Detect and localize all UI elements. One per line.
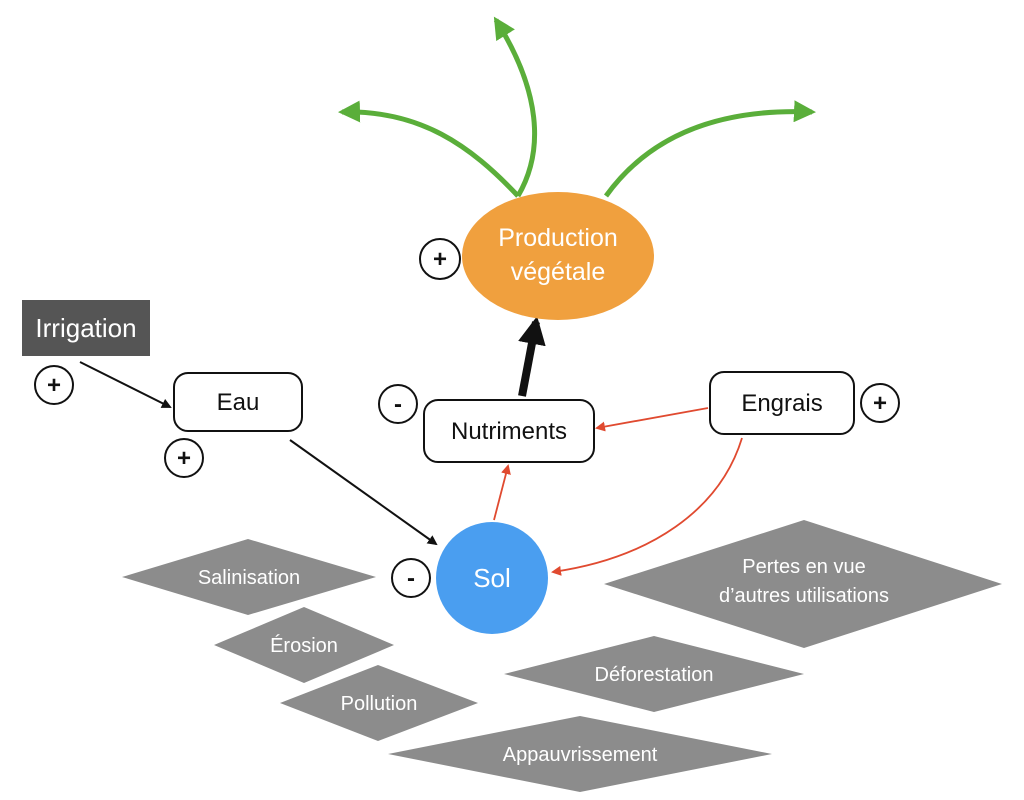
threat-pertes-label-line2: d’autres utilisations <box>719 585 889 607</box>
node-production-vegetale: Production végétale <box>462 192 654 320</box>
node-production-label-line1: Production <box>498 224 618 252</box>
threat-salinisation-label: Salinisation <box>198 567 300 589</box>
node-eau: Eau <box>173 372 303 432</box>
arrow-engrais-to-nutriments <box>595 407 709 432</box>
node-irrigation-label: Irrigation <box>35 313 136 343</box>
sign-engrais-label: + <box>873 390 887 417</box>
sign-irrigation-label: + <box>47 372 61 399</box>
sign-eau-label: + <box>177 445 191 472</box>
sign-eau-circle <box>164 438 204 478</box>
sign-nutriments: - <box>378 384 418 424</box>
threat-deforestation-label: Déforestation <box>595 664 714 686</box>
sign-irrigation-circle <box>34 365 74 405</box>
node-eau-box <box>173 372 303 432</box>
node-sol-circle <box>436 522 548 634</box>
node-nutriments: Nutriments <box>423 399 595 463</box>
threat-appauvrissement-label: Appauvrissement <box>503 744 658 766</box>
node-sol-label: Sol <box>473 563 511 593</box>
sign-eau: + <box>164 438 204 478</box>
sign-sol-circle <box>391 558 431 598</box>
green-arrow-right <box>603 100 816 198</box>
sign-engrais: + <box>860 383 900 423</box>
sign-sol-label: - <box>407 565 415 592</box>
green-arrow-left <box>338 100 520 198</box>
threat-deforestation: Déforestation <box>504 636 804 712</box>
threat-pertes: Pertes en vue d’autres utilisations <box>604 520 1002 648</box>
sign-production-label: + <box>433 246 447 273</box>
threat-pertes-label-line1: Pertes en vue <box>742 556 865 578</box>
node-sol: Sol <box>436 522 548 634</box>
sign-sol: - <box>391 558 431 598</box>
arrow-engrais-to-sol <box>551 437 743 576</box>
threat-salinisation: Salinisation <box>122 539 376 615</box>
sign-production: + <box>419 238 461 280</box>
threat-appauvrissement-shape <box>388 716 772 792</box>
threat-pollution: Pollution <box>280 665 478 741</box>
node-irrigation-box <box>22 300 150 356</box>
arrow-irrigation-to-eau <box>79 361 172 408</box>
threat-pertes-shape <box>604 520 1002 648</box>
threat-appauvrissement: Appauvrissement <box>388 716 772 792</box>
node-engrais-box <box>709 371 855 435</box>
node-nutriments-label: Nutriments <box>451 418 567 445</box>
threat-erosion: Érosion <box>214 607 394 683</box>
threat-deforestation-shape <box>504 636 804 712</box>
node-eau-label: Eau <box>217 389 260 416</box>
node-engrais-label: Engrais <box>741 390 822 417</box>
green-arrow-up <box>493 16 538 198</box>
threat-pollution-label: Pollution <box>341 693 418 715</box>
node-production-label-line2: végétale <box>511 258 606 286</box>
sign-production-circle <box>419 238 461 280</box>
arrow-eau-to-sol <box>289 439 438 546</box>
arrow-nutriments-to-production <box>518 316 546 397</box>
node-irrigation: Irrigation <box>22 300 150 356</box>
threat-salinisation-shape <box>122 539 376 615</box>
sign-irrigation: + <box>34 365 74 405</box>
threat-erosion-shape <box>214 607 394 683</box>
node-engrais: Engrais <box>709 371 855 435</box>
sign-nutriments-circle <box>378 384 418 424</box>
sign-engrais-circle <box>860 383 900 423</box>
node-nutriments-box <box>423 399 595 463</box>
threat-pollution-shape <box>280 665 478 741</box>
sign-nutriments-label: - <box>394 391 402 418</box>
threat-erosion-label: Érosion <box>270 634 338 657</box>
node-production-ellipse <box>462 192 654 320</box>
arrow-sol-to-nutriments <box>493 464 511 521</box>
